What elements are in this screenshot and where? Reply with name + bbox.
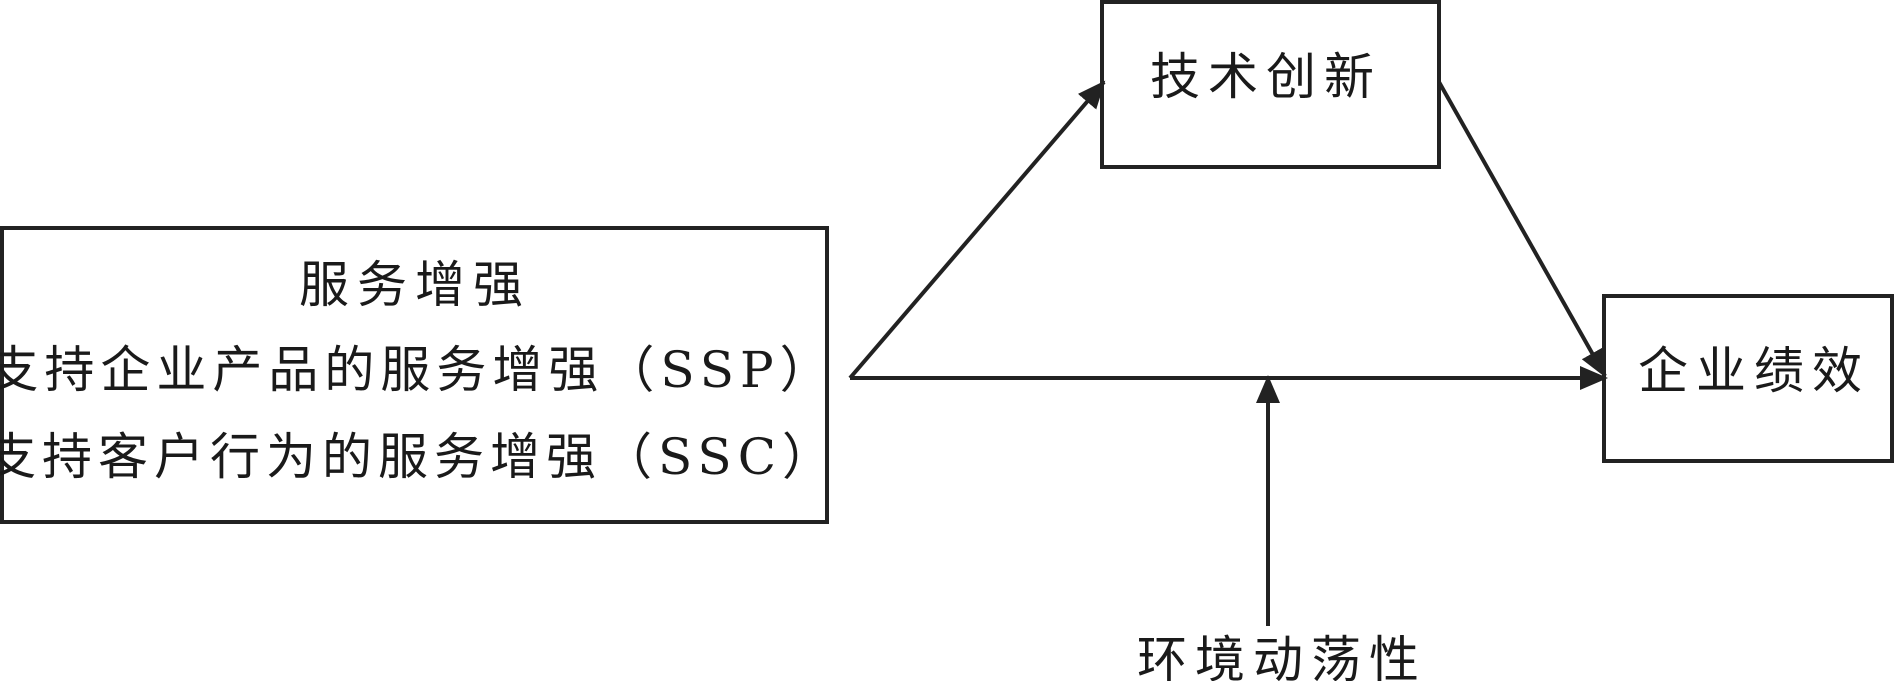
enterprise-performance-label: 企业绩效 xyxy=(1638,342,1870,400)
service-enhancement-title: 服务增强 xyxy=(299,256,531,314)
edge-service-to-innovation xyxy=(848,80,1106,380)
technology-innovation-box xyxy=(1100,0,1441,169)
edge-innovation-to-performance xyxy=(1437,81,1607,378)
technology-innovation-label: 技术创新 xyxy=(1150,48,1382,106)
service-enhancement-node: 服务增强 支持企业产品的服务增强（SSP） 支持客户行为的服务增强（SSC） xyxy=(0,226,838,524)
service-enhancement-box xyxy=(0,226,829,524)
technology-innovation-node: 技术创新 xyxy=(1100,0,1441,169)
service-enhancement-ssp: 支持企业产品的服务增强（SSP） xyxy=(0,341,836,399)
service-enhancement-ssc: 支持客户行为的服务增强（SSC） xyxy=(0,428,838,486)
enterprise-performance-box xyxy=(1602,294,1894,463)
environmental-turbulence-label: 环境动荡性 xyxy=(1137,631,1427,681)
enterprise-performance-node: 企业绩效 xyxy=(1602,294,1894,463)
